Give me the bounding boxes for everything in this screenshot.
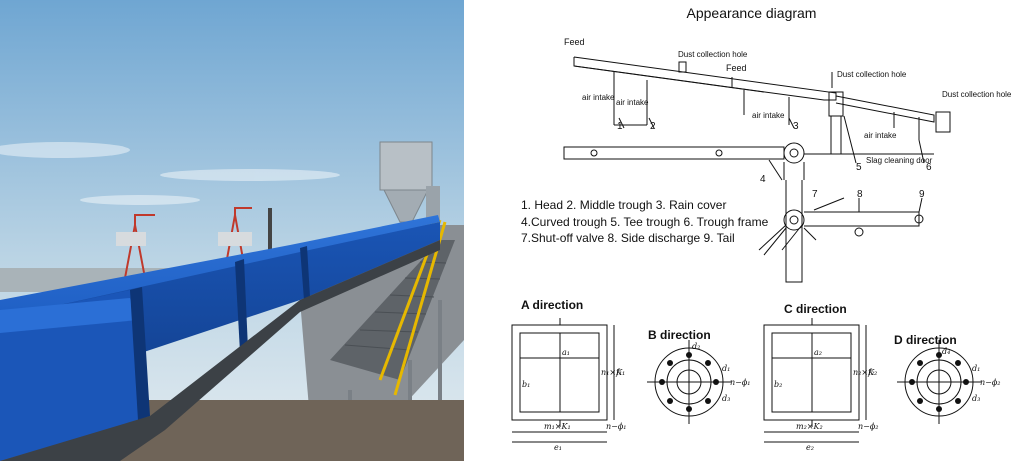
- pole: [268, 208, 272, 258]
- part-number-8: 8: [857, 189, 863, 200]
- dim-c-width: e₂: [806, 443, 814, 452]
- trough-top: [0, 215, 440, 318]
- trough-seam-2: [235, 259, 248, 352]
- legend-line-1: 1. Head 2. Middle trough 3. Rain cover: [521, 198, 727, 212]
- dust-hole-label-2: Dust collection hole: [837, 70, 907, 79]
- air-intake-label-3: air intake: [752, 111, 785, 120]
- dim-d-top: d₄: [942, 347, 951, 356]
- dim-b-right: d₁: [722, 364, 731, 373]
- crane-cab-2: [218, 232, 252, 246]
- a-direction-label: A direction: [521, 298, 584, 312]
- dim-b-top: d₂: [692, 342, 701, 351]
- dim-a-side: n₁×K₁: [601, 368, 626, 377]
- dust-hole-label-1: Dust collection hole: [678, 50, 748, 59]
- dim-a-outer-side: f₁: [616, 368, 623, 377]
- air-intake-label-2: air intake: [616, 98, 649, 107]
- dim-d-bottom: d₃: [972, 394, 981, 403]
- grating: [330, 240, 455, 380]
- dust-hole-label-3: Dust collection hole: [942, 90, 1012, 99]
- dim-c-outer-side: f₂: [868, 368, 875, 377]
- dim-a-width: e₁: [554, 443, 562, 452]
- trough-cover-1: [0, 298, 138, 333]
- slag-door-label: Slag cleaning door: [866, 156, 933, 165]
- legend-line-3: 7.Shut-off valve 8. Side discharge 9. Ta…: [521, 231, 735, 245]
- feed-label-1: Feed: [564, 37, 585, 47]
- dim-b-bottom: d₃: [722, 394, 731, 403]
- dim-d-right: d₁: [972, 364, 981, 373]
- dim-a-holes: n−ϕ₁: [606, 422, 627, 431]
- dim-c-inner: a₂: [814, 348, 822, 357]
- c-direction-label: C direction: [784, 302, 847, 316]
- part-number-1: 1: [617, 121, 623, 132]
- conveyor-photo-art: [0, 0, 464, 461]
- dim-a-bottom: m₁×K₁: [544, 422, 571, 431]
- air-intake-label-4: air intake: [864, 131, 897, 140]
- part-number-7: 7: [812, 189, 818, 200]
- legend-line-2: 4.Curved trough 5. Tee trough 6. Trough …: [521, 214, 769, 229]
- d-direction-label: D direction: [894, 333, 957, 347]
- dim-c-side: n₂×K₂: [853, 368, 878, 377]
- diagram-lines: [511, 56, 981, 443]
- dim-c-height: b₂: [774, 380, 783, 389]
- trough-front-section: [0, 290, 140, 461]
- air-intake-label-1: air intake: [582, 93, 615, 102]
- diagram-title: Appearance diagram: [686, 5, 817, 21]
- dim-d-holes: n−ϕ₂: [980, 378, 1001, 387]
- dim-c-holes: n−ϕ₂: [858, 422, 879, 431]
- part-number-6: 6: [926, 162, 932, 173]
- clouds: [0, 142, 340, 205]
- port-cranes: [124, 207, 252, 279]
- feed-label-2: Feed: [726, 63, 747, 73]
- dim-a-height: b₁: [522, 380, 531, 389]
- dim-c-bottom: m₂×K₂: [796, 422, 823, 431]
- dim-a-inner: a₁: [562, 348, 570, 357]
- part-number-3: 3: [793, 121, 799, 132]
- part-number-9: 9: [919, 189, 925, 200]
- trough-seam-1: [130, 287, 150, 420]
- dim-b-holes: n−ϕ₁: [730, 378, 751, 387]
- conveyor-photo: [0, 0, 464, 461]
- part-number-5: 5: [856, 162, 862, 173]
- parts-legend: 1. Head 2. Middle trough 3. Rain cover 4…: [521, 197, 768, 247]
- part-number-2: 2: [650, 121, 656, 132]
- crane-cab-1: [116, 232, 146, 246]
- trough-underframe: [0, 240, 440, 461]
- b-direction-label: B direction: [648, 328, 711, 342]
- trough-seam-3: [300, 246, 310, 300]
- part-number-4: 4: [760, 174, 766, 185]
- appearance-diagram: Appearance diagram Feed Feed Dust collec…: [464, 0, 1024, 461]
